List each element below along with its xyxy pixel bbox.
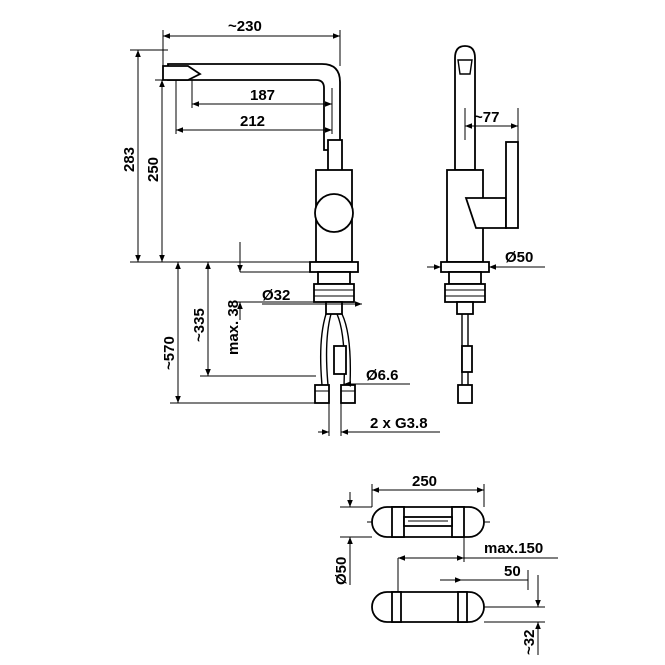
hose-right [336,313,346,386]
dim-total-height: 283 [121,147,138,172]
connector-left [314,384,330,404]
hose-left [319,313,327,386]
dim-hose-diameter: Ø6.6 [366,367,399,384]
lever-hub [314,193,354,233]
dim-max-deck: max. 38 [225,300,242,355]
dim-spout-reach: ~230 [228,18,262,35]
dim-overall-below-deck: ~570 [161,336,178,370]
side-lever [505,141,519,229]
side-view [440,45,519,404]
bottom-view [367,506,490,623]
shank [317,271,351,285]
side-base [440,261,490,273]
side-nut [444,283,486,303]
dim-shank-diameter: Ø32 [262,287,290,304]
dim-spacing: 250 [412,473,437,490]
threaded-rod [325,301,343,315]
aerator [162,65,202,81]
dim-max-offset: max.150 [484,540,543,557]
dim-connections: 2 x G3.8 [370,415,428,432]
base-flange [309,261,359,273]
bottom-dimensions: 250 Ø50 max.150 50 ~32 [333,473,558,655]
connector-right [340,384,356,404]
dim-hose-length: ~335 [191,308,208,342]
dim-aerator-reach: 187 [250,87,275,104]
mounting-nut [313,283,355,303]
front-view [162,63,359,404]
dim-depth: ~32 [521,630,538,655]
front-dimensions: ~230 187 212 283 250 max. 38 Ø32 ~335 [121,18,440,436]
dim-side-base-diameter: Ø50 [505,249,533,266]
dim-outlet-reach: 212 [240,113,265,130]
dim-outlet-height: 250 [145,157,162,182]
dim-lever-projection: ~77 [474,109,499,126]
dim-bottom-diameter: Ø50 [333,557,350,585]
side-dimensions: ~77 Ø50 [427,108,545,270]
dim-offset: 50 [504,563,521,580]
